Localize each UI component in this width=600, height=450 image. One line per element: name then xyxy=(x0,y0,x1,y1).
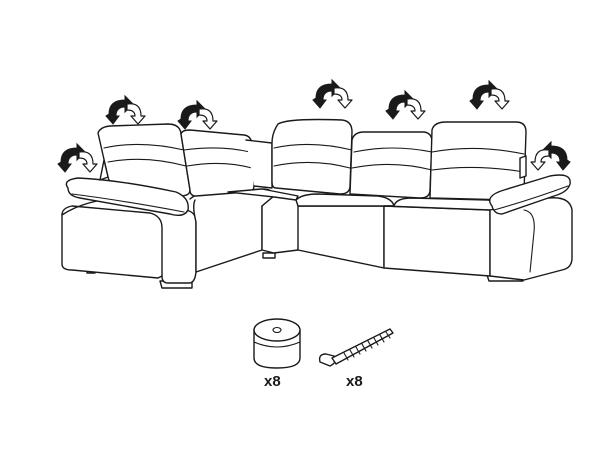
right-seat-front-1 xyxy=(297,205,385,269)
foot-quantity-label: x8 xyxy=(264,373,281,390)
right-seat-front-2 xyxy=(383,205,491,277)
headrest-arrow-right-back-1-icon xyxy=(312,78,353,109)
headrest-arrow-right-back-2-icon xyxy=(385,89,426,120)
sofa-corner-section xyxy=(227,118,353,254)
sofa-left-section xyxy=(61,123,275,284)
headrest-arrow-left-back-2-icon xyxy=(177,99,218,130)
sofa-right-section xyxy=(295,121,573,281)
left-seat-front xyxy=(193,195,263,273)
screw-part xyxy=(318,328,394,367)
headrest-arrow-right-back-3-icon xyxy=(469,79,510,110)
screw-quantity-label: x8 xyxy=(346,373,363,390)
headrest-adjust-arrows xyxy=(57,78,571,173)
headrest-arrow-right-arm-icon xyxy=(530,140,571,171)
headrest-arrow-left-back-1-icon xyxy=(105,94,146,125)
corner-seat xyxy=(261,195,301,254)
corner-back xyxy=(271,118,353,195)
right-arm-base xyxy=(489,197,573,281)
right-armrest-pad xyxy=(489,174,571,215)
left-armrest-pad xyxy=(65,177,189,217)
foot-part xyxy=(253,318,301,369)
headrest-arrow-left-arm-icon xyxy=(57,142,98,173)
